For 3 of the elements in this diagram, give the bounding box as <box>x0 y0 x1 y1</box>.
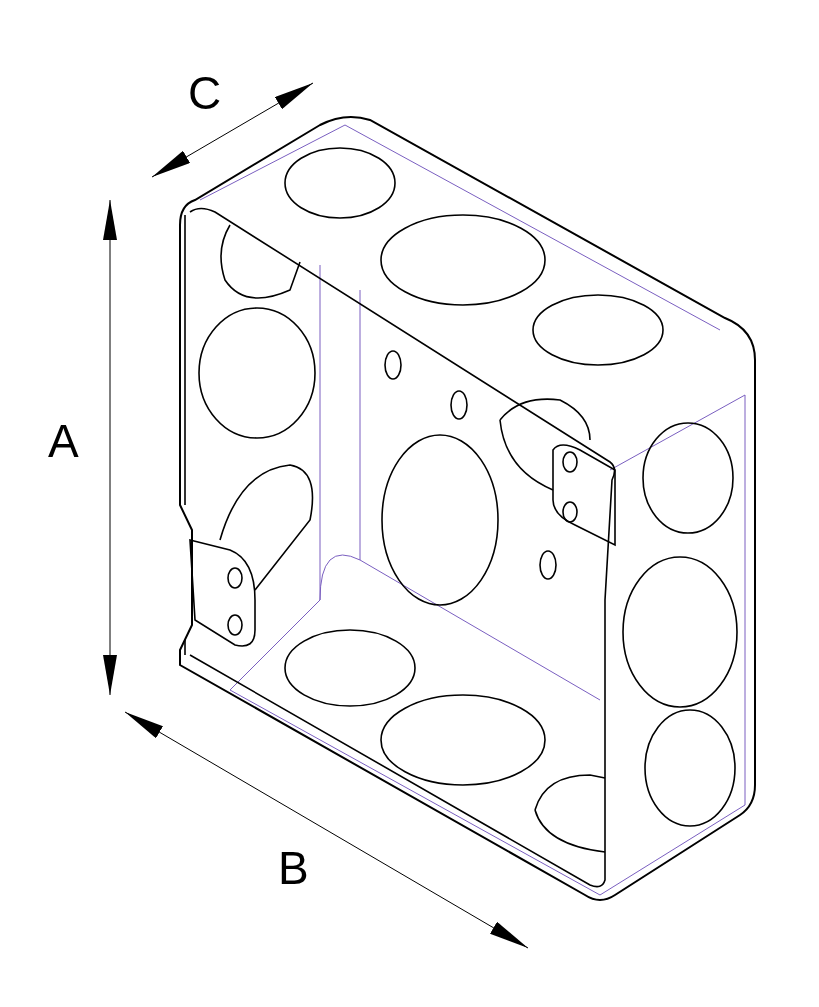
dimension-label: C <box>188 70 222 116</box>
dimension-label: A <box>48 418 79 464</box>
dimension-label: B <box>278 845 309 891</box>
